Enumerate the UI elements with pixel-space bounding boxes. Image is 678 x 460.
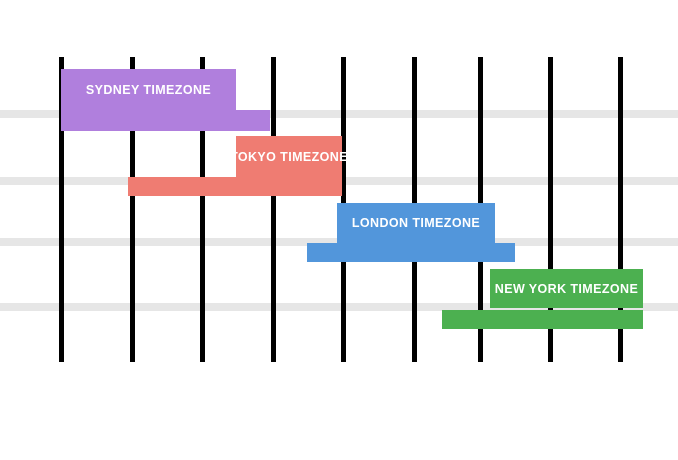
timezone-baseline-london[interactable] [307, 243, 515, 262]
timezone-label-box-new-york[interactable]: NEW YORK TIMEZONE [490, 269, 643, 308]
timezone-baseline-sydney[interactable] [61, 110, 270, 131]
horizontal-gridline-4 [0, 303, 678, 311]
timezone-label-london: LONDON TIMEZONE [351, 216, 481, 230]
timezone-baseline-new-york[interactable] [442, 310, 643, 329]
vertical-tick-2 [130, 57, 135, 362]
vertical-tick-9 [618, 57, 623, 362]
vertical-tick-3 [200, 57, 205, 362]
vertical-tick-4 [271, 57, 276, 362]
timezone-label-new-york: NEW YORK TIMEZONE [494, 281, 639, 296]
timezone-baseline-tokyo[interactable] [128, 177, 342, 196]
timezone-label-sydney: SYDNEY TIMEZONE [85, 82, 212, 97]
timezone-label-tokyo: TOKYO TIMEZONE [230, 149, 348, 164]
timezone-label-box-sydney[interactable]: SYDNEY TIMEZONE [61, 69, 236, 110]
timezone-label-box-tokyo[interactable]: TOKYO TIMEZONE [230, 136, 348, 177]
vertical-tick-8 [548, 57, 553, 362]
timezone-label-box-london[interactable]: LONDON TIMEZONE [337, 203, 495, 243]
horizontal-gridline-1 [0, 110, 678, 118]
vertical-tick-1 [59, 57, 64, 362]
